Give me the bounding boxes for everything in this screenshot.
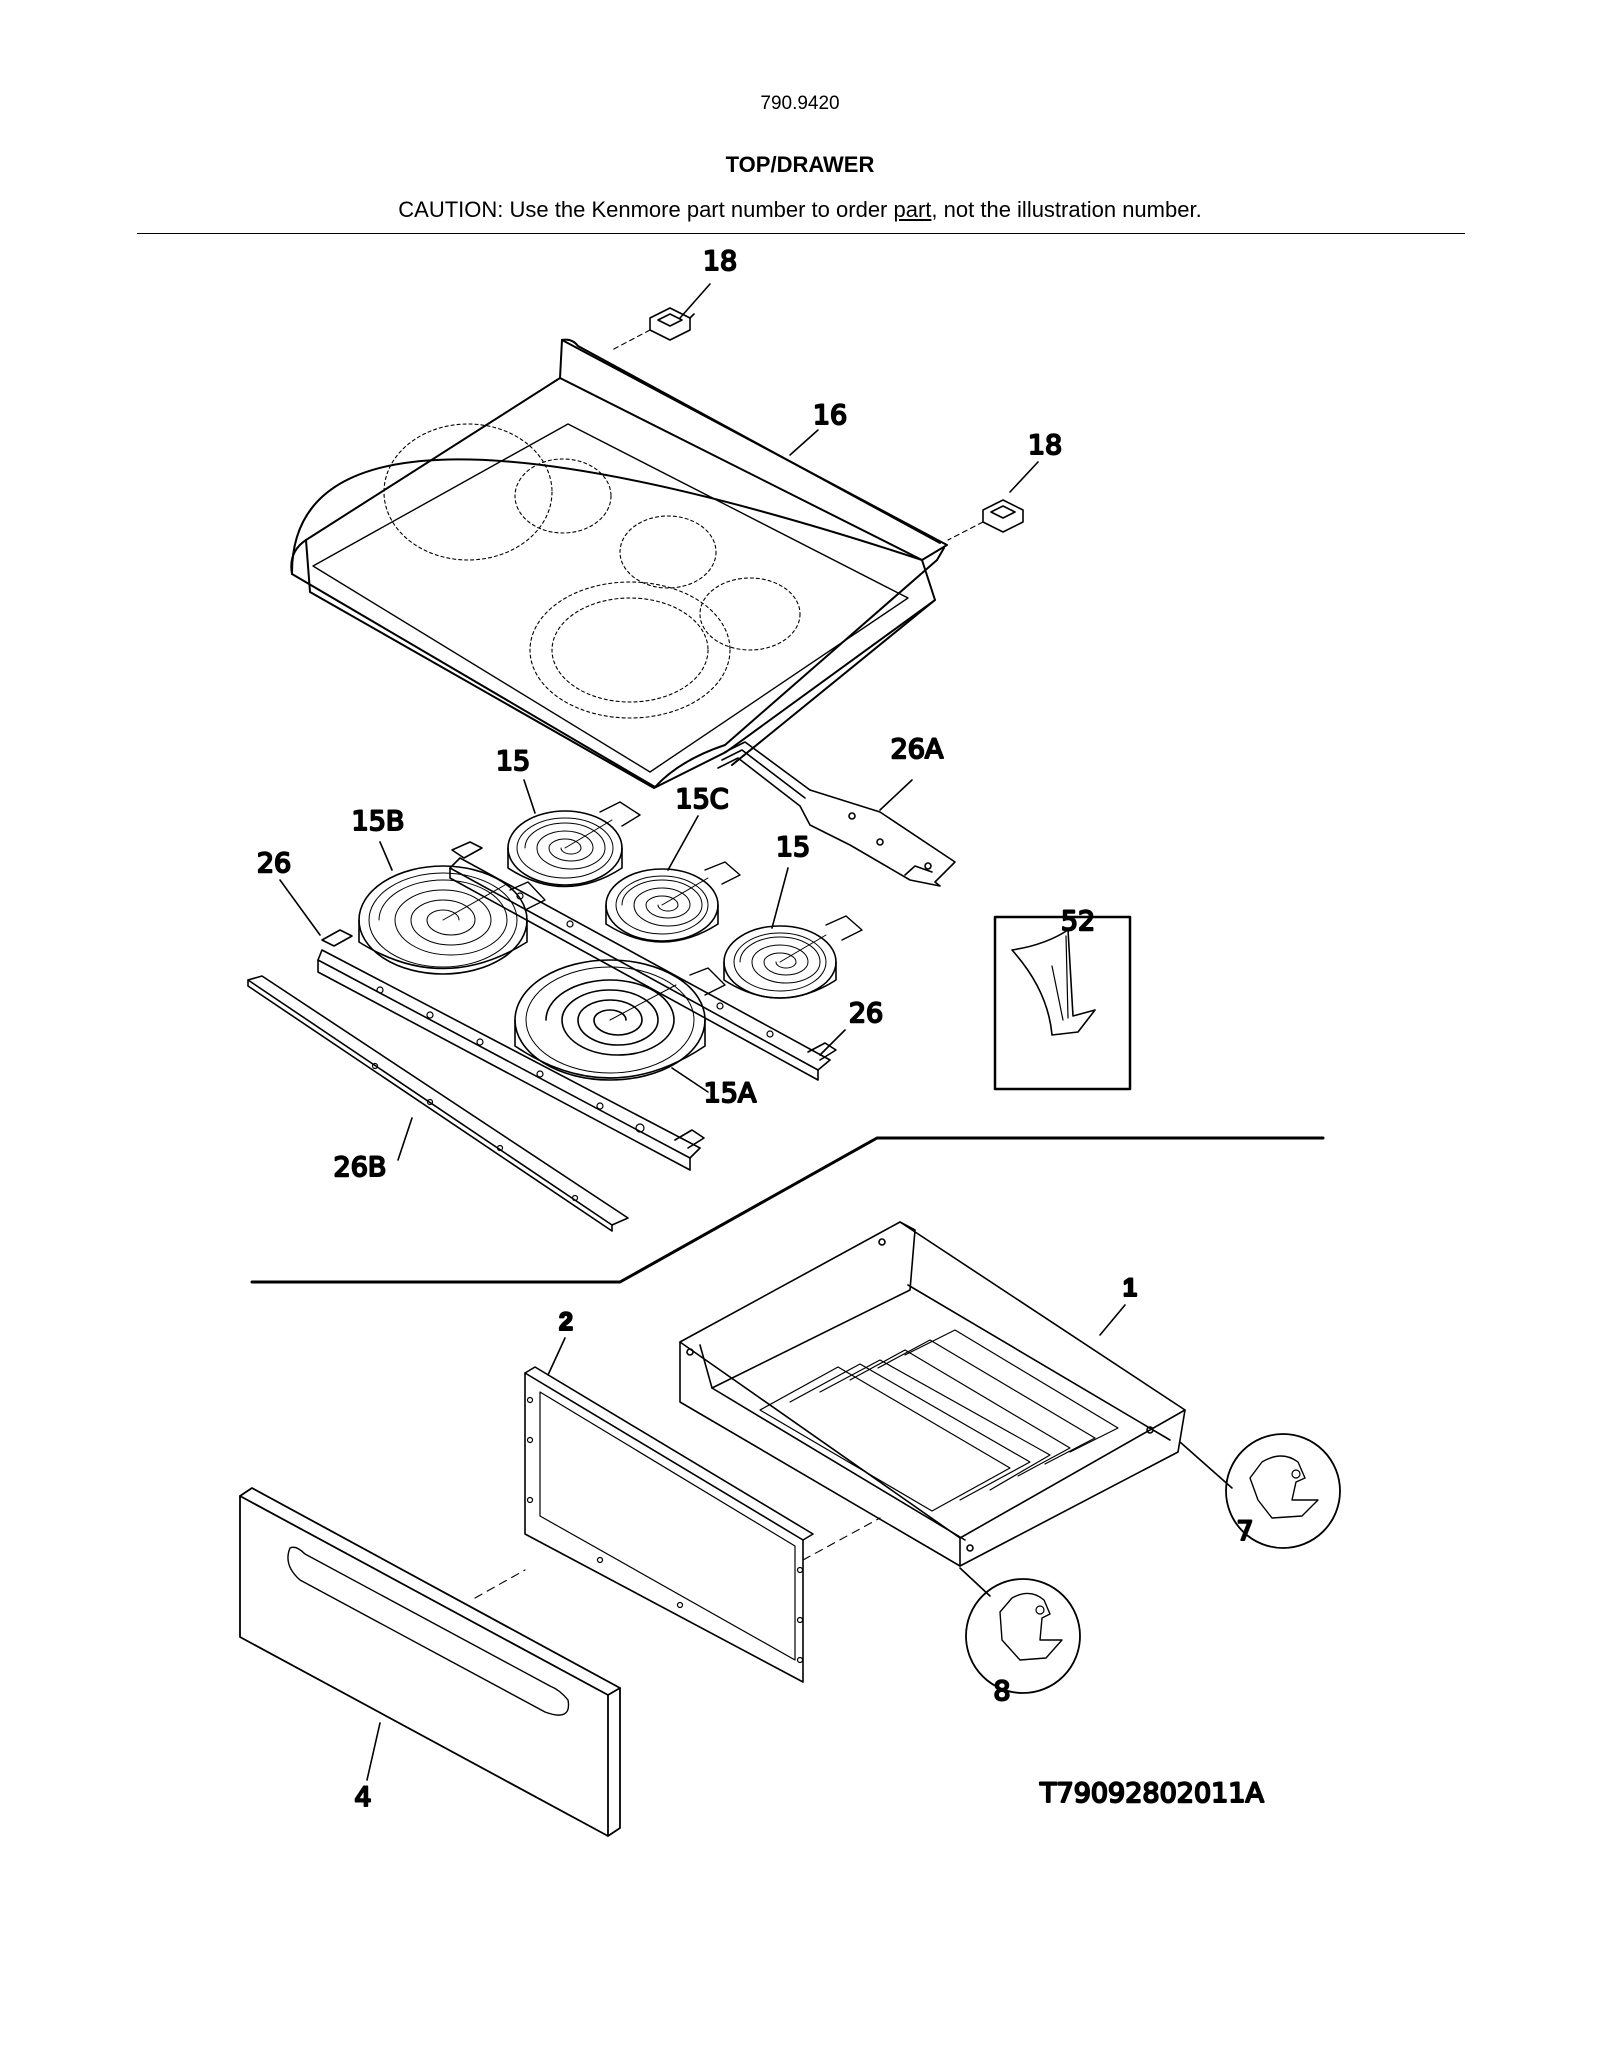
detail-part-7 — [1225, 1433, 1341, 1549]
wiring-harness — [717, 741, 956, 887]
caution-note: CAUTION: Use the Kenmore part number to … — [0, 197, 1600, 223]
callout-15A: 15A — [704, 1078, 757, 1109]
callout-4: 4 — [354, 1782, 371, 1813]
burner-15C — [605, 861, 741, 943]
callout-26A: 26A — [891, 734, 944, 765]
burner-bracket-left — [317, 929, 705, 1171]
drawer-front-panel — [239, 1487, 621, 1837]
figure-code: T79092802011A — [1039, 1778, 1264, 1809]
callout-52: 52 — [1061, 906, 1095, 937]
model-number: 790.9420 — [760, 93, 840, 114]
page-title: TOP/DRAWER — [725, 152, 875, 177]
burner-15-top — [507, 801, 641, 888]
callout-18-right: 18 — [1028, 430, 1062, 461]
callout-26-right: 26 — [849, 998, 883, 1029]
callout-7: 7 — [1236, 1516, 1253, 1547]
front-trim-strip — [247, 975, 629, 1232]
cooktop-glass-top — [290, 338, 948, 789]
callout-18-top: 18 — [703, 246, 737, 277]
callout-15-right: 15 — [776, 832, 810, 863]
header-divider — [137, 233, 1465, 234]
callout-26-left: 26 — [257, 848, 291, 879]
callout-15B: 15B — [352, 806, 405, 837]
callout-15C: 15C — [675, 784, 728, 815]
clip-top-right — [982, 499, 1024, 533]
burner-bracket-right — [449, 841, 837, 1081]
callout-26B: 26B — [334, 1152, 387, 1183]
callout-15-top: 15 — [496, 746, 530, 777]
callout-1: 1 — [1123, 1274, 1137, 1302]
burner-15A — [514, 959, 726, 1081]
callout-8: 8 — [993, 1676, 1010, 1707]
caution-text-end: , not the illustration number. — [931, 197, 1202, 222]
detail-part-8 — [965, 1578, 1081, 1694]
callout-leaders — [279, 283, 1233, 1781]
callout-2: 2 — [559, 1308, 573, 1336]
callout-16: 16 — [813, 400, 847, 431]
burner-15B — [358, 865, 546, 975]
caution-underlined-word: part — [893, 197, 932, 222]
inset-part-52 — [993, 915, 1132, 1091]
clip-top-left — [649, 307, 695, 341]
burner-15-right — [723, 915, 863, 999]
drawer-dashed-guides — [474, 1517, 881, 1599]
section-divider-line — [250, 1136, 1325, 1284]
caution-text-start: CAUTION: Use the Kenmore part number to … — [398, 197, 894, 222]
clip-dashed-guides — [611, 329, 984, 541]
drawer-body — [679, 1221, 1186, 1567]
drawer-inner-panel — [524, 1366, 814, 1683]
